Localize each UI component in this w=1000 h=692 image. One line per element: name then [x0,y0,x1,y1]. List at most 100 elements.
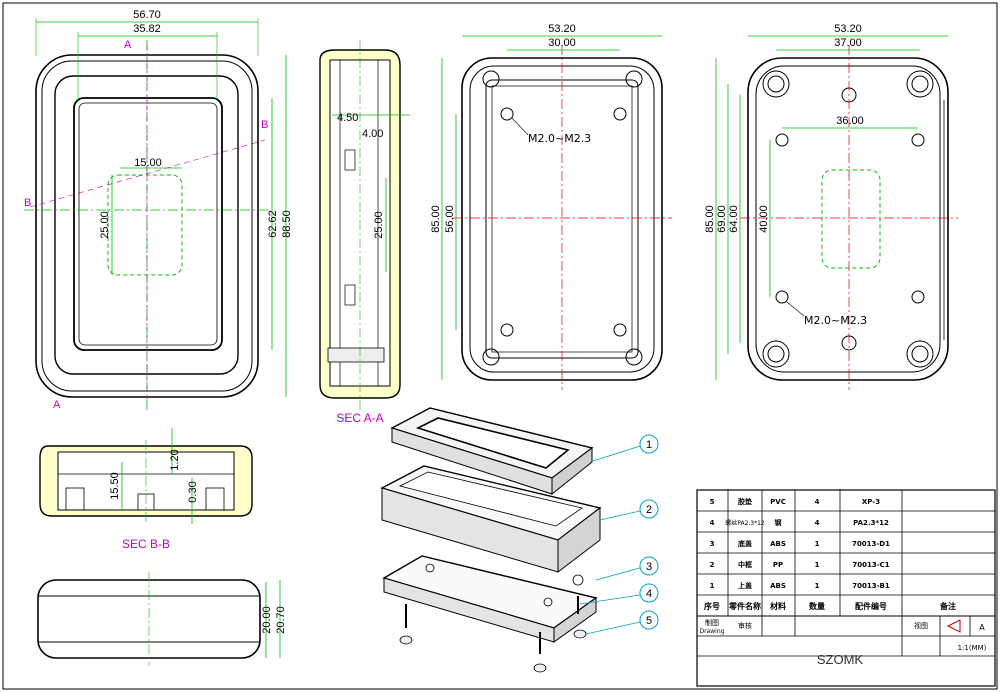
sec-aa-dim-3: 25.00 [373,211,385,239]
bottom-foot-tr-inner [911,75,929,93]
balloon-3-label: 3 [646,561,652,573]
svg-text:70013-D1: 70013-D1 [852,540,890,548]
svg-text:中框: 中框 [738,560,752,569]
bottom-label-recess [821,169,881,269]
bottom-hole-4 [911,290,925,304]
sec-aa-title: SEC A-A [336,411,383,425]
svg-text:材料: 材料 [770,601,786,611]
svg-text:2: 2 [710,561,715,569]
bottom-outside-view: 53.20 37.00 36.00 85.00 69.00 64.00 40.0… [704,23,958,390]
part-5-foot-2 [533,663,547,673]
sec-aa-rib-1 [344,149,356,171]
base-boss-tr [625,70,643,88]
svg-text:XP-3: XP-3 [862,498,880,506]
part-3-base-end [553,597,597,643]
part-2-frame-end [557,506,601,574]
bottom-screw-note: M2.0~M2.3 [804,314,867,327]
svg-text:70013-C1: 70013-C1 [852,561,889,569]
bottom-dim-h3: 64.00 [728,205,740,233]
svg-text:配件编号: 配件编号 [855,601,887,611]
balloon-3 [639,556,659,576]
side-dim-2: 20.70 [275,606,287,634]
projection-symbol-icon [946,619,961,633]
view-label: 视图 [914,621,928,630]
svg-text:胶垫: 胶垫 [738,497,752,506]
base-dim-h1: 85.00 [430,205,442,233]
dim-height-overall: 88.50 [281,210,293,238]
section-letter-a-top: A [124,39,132,51]
bottom-foot-br-inner [911,345,929,363]
svg-text:数量: 数量 [809,601,825,611]
bottom-foot-br [906,340,934,368]
section-a-a-view: 4.50 4.00 25.00 SEC A-A [319,40,410,425]
dim-window-height: 25.00 [99,211,111,239]
dim-window-width: 15.00 [134,157,162,169]
section-line-b [29,139,266,208]
balloon-2-label: 2 [646,504,652,516]
balloon-4-leader [579,594,641,605]
bottom-foot-tl [762,70,790,98]
side-dim-1: 20.00 [261,606,273,634]
front-hidden-feature [107,174,183,276]
svg-text:备注: 备注 [939,601,956,611]
title-row-3: 3 底盖 ABS 1 70013-D1 [710,539,891,548]
bottom-dim-h2: 69.00 [716,205,728,233]
part-5-foot-3 [573,629,587,639]
base-inside-view: 53.20 30.00 85.00 56.00 M2.0~M2.3 [430,23,672,390]
bottom-outer-outline [747,57,949,381]
bottom-hole-3 [775,290,789,304]
base-outer-edge [469,65,655,373]
bottom-outer-edge [755,65,941,373]
drawn-label: 制图 [705,618,719,627]
exploded-view: 1 2 3 4 5 [380,407,659,673]
sec-aa-dim-1: 4.50 [337,112,358,124]
base-boss-2 [500,107,514,121]
svg-text:钢: 钢 [775,518,782,527]
scale-label: 1:1(MM) [958,644,987,652]
dim-overall-width: 56.70 [133,9,161,21]
front-window-outline [73,97,223,351]
section-letter-b-left: B [24,197,31,209]
company-name: SZOMK [817,652,864,667]
balloon-2-leader [599,510,641,521]
svg-text:4: 4 [710,519,715,527]
svg-text:3: 3 [710,540,715,548]
title-row-2: 4 螺丝PA2.3*12 钢 4 PA2.3*12 [710,518,889,527]
balloon-5-leader [585,621,641,635]
title-block-frame [696,489,996,687]
base-boss-br [625,348,643,366]
svg-text:ABS: ABS [770,582,786,590]
svg-text:PA2.3*12: PA2.3*12 [853,519,889,527]
bottom-dim-top-holes: 37.00 [834,37,862,49]
side-view: 20.00 20.70 [37,572,287,666]
bottom-dim-h1: 85.00 [704,205,716,233]
section-letter-a-bottom: A [53,399,61,411]
sec-bb-dim-1: 1.20 [169,449,181,470]
svg-text:ABS: ABS [770,540,786,548]
dim-height-inner: 62.62 [267,210,279,238]
check-label: 审核 [738,621,752,630]
svg-text:PP: PP [773,561,783,569]
base-screw-note: M2.0~M2.3 [528,132,591,145]
sec-aa-rib-2 [344,284,356,306]
sec-bb-boss-2 [205,487,225,511]
part-5-foot-1 [399,635,413,645]
front-view: 56.70 35.82 15.00 25.00 62.62 88.50 A A … [24,9,293,411]
base-boss-bl [482,348,500,366]
sec-bb-dim-2: 15.50 [109,472,121,500]
base-dim-holes: 30.00 [548,37,576,49]
sec-bb-boss-1 [65,487,85,511]
bottom-screw-leader [786,301,805,317]
drawing-label: Drawing [700,628,725,635]
balloon-1 [639,434,659,454]
base-boss-3 [613,107,627,121]
base-dim-h2: 56.00 [444,205,456,233]
base-boss-4 [500,323,514,337]
svg-text:1: 1 [815,561,820,569]
bottom-dim-mid-holes: 36.00 [836,115,864,127]
base-bosses [482,70,643,366]
bottom-foot-bl-inner [767,345,785,363]
svg-text:序号: 序号 [704,601,720,611]
bottom-dim-h4: 40.00 [758,205,770,233]
